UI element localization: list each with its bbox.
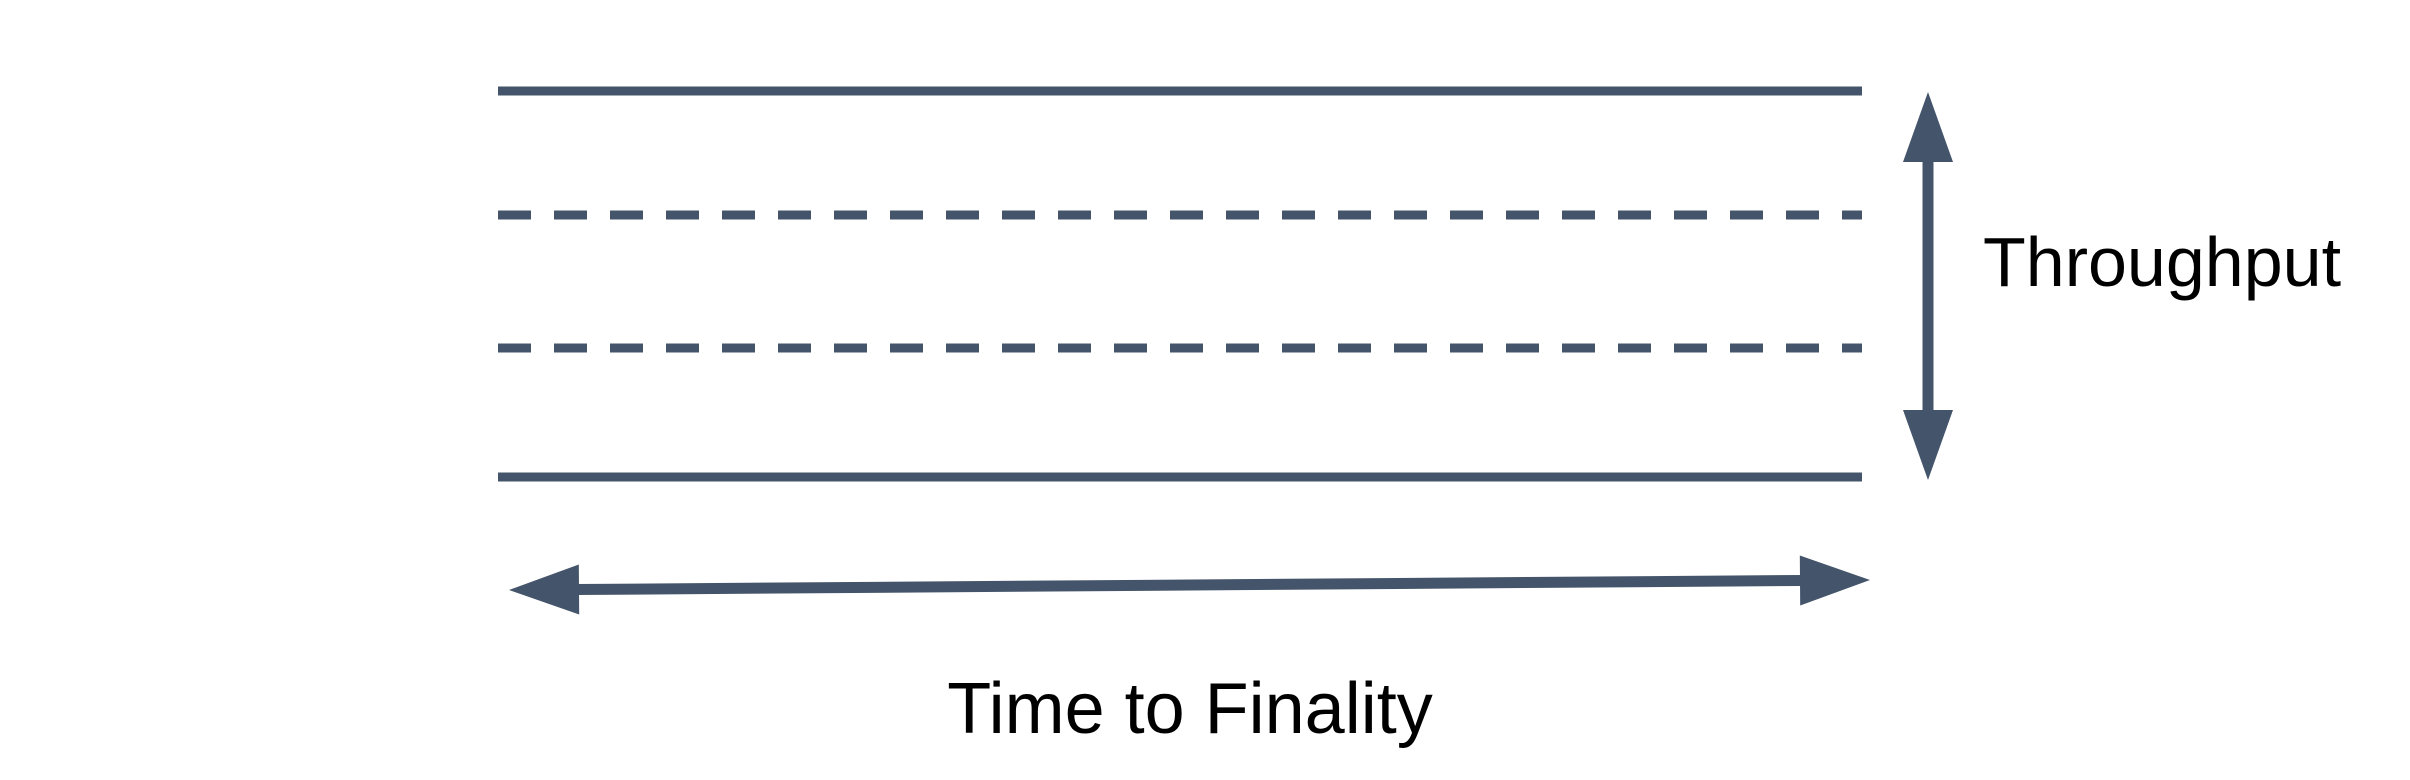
double-arrow-horizontal-head-start <box>509 564 580 615</box>
throughput-label: Throughput <box>1983 223 2342 301</box>
double-arrow-horizontal-shaft <box>574 574 1805 596</box>
double-arrow-vertical-head-end <box>1903 410 1953 480</box>
time-to-finality-label: Time to Finality <box>947 669 1433 749</box>
double-arrow-horizontal-head-end <box>1799 555 1870 606</box>
double-arrow-vertical-head-start <box>1903 92 1953 162</box>
